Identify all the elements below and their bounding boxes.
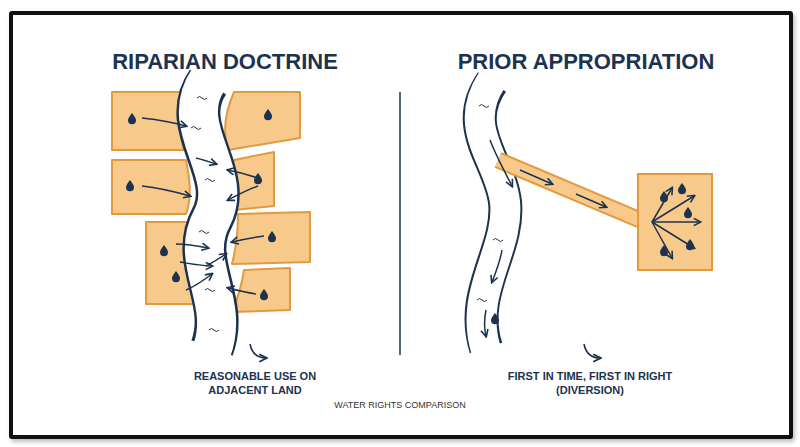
panel-caption: REASONABLE USE ON ADJACENT LAND	[185, 370, 325, 398]
diagram-caption: WATER RIGHTS COMPARISON	[334, 400, 465, 411]
pointer-arrows	[250, 344, 600, 358]
water-drops	[491, 183, 694, 324]
use-arrows	[142, 118, 264, 294]
river-waves	[191, 97, 219, 332]
panel-caption: FIRST IN TIME, FIRST IN RIGHT (DIVERSION…	[490, 370, 690, 398]
river-waves	[477, 105, 503, 302]
irrigated-field	[638, 174, 712, 270]
panel-title: RIPARIAN DOCTRINE	[112, 48, 338, 76]
water-drops	[126, 109, 276, 300]
panel-divider	[399, 92, 401, 355]
panel-title: PRIOR APPROPRIATION	[458, 48, 715, 76]
flow-arrows	[485, 140, 701, 336]
